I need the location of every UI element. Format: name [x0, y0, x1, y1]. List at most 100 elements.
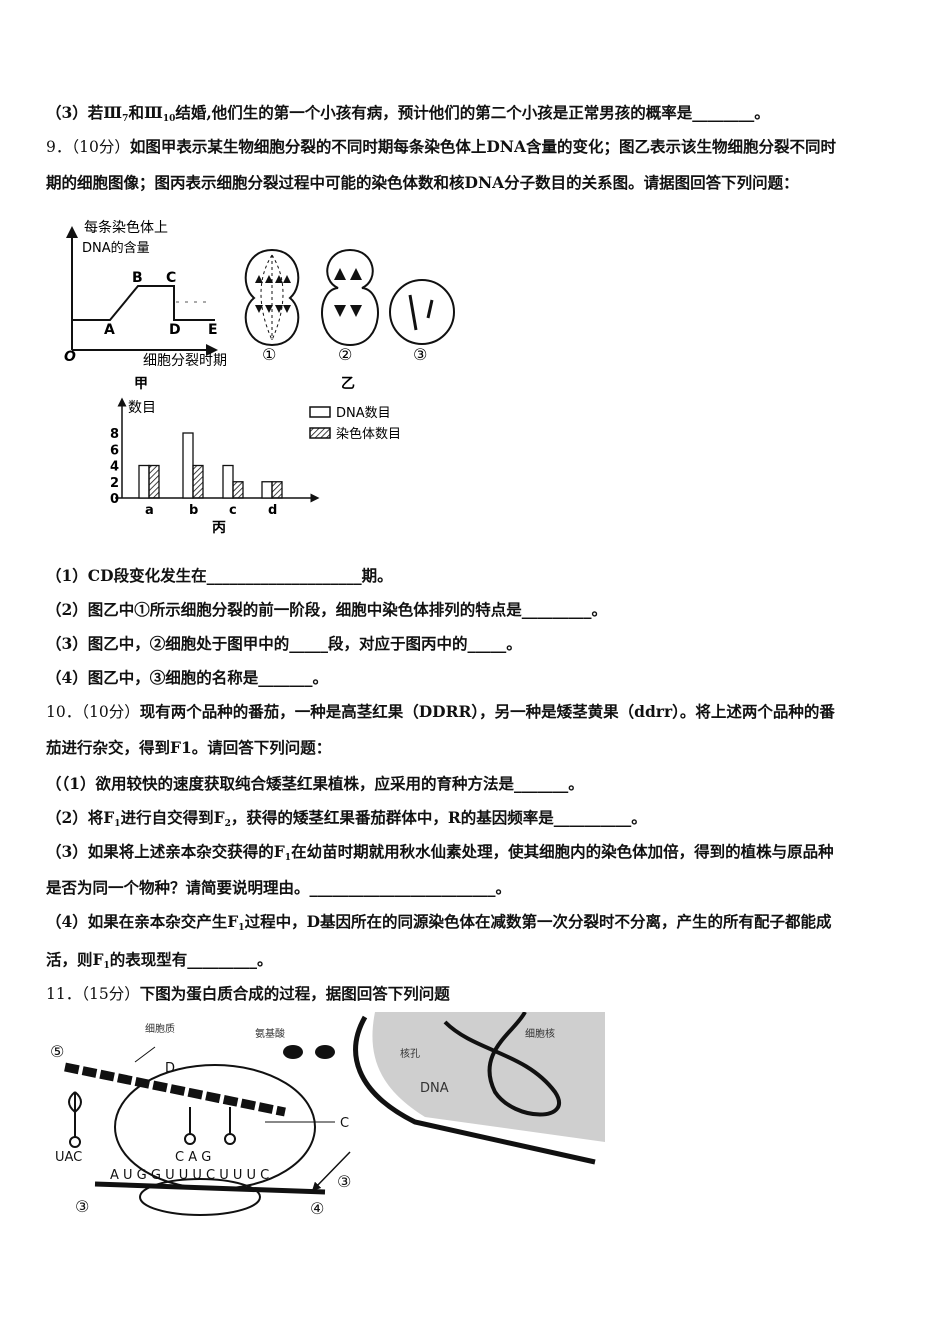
subscript: 1 [114, 819, 121, 829]
text-line-q10-a: 10．（10分）现有两个品种的番茄，一种是高茎红果（DDRR），另一种是矮茎黄果… [46, 702, 835, 722]
peptide-chain [64, 1062, 286, 1117]
label-dna: DNA [420, 1081, 449, 1096]
text-segment: （4）图乙中，③细胞的名称是_______。 [46, 668, 329, 687]
text-line-q9-1: （1）CD段变化发生在____________________期。 [46, 566, 393, 586]
text-line-q10-4a: （4）如果在亲本杂交产生F1过程中，D基因所在的同源染色体在减数第一次分裂时不分… [46, 912, 832, 938]
ylabel-1: 每条染色体上 [84, 219, 168, 236]
text-segment: （3）若Ⅲ [46, 103, 123, 122]
text-segment: （2）将F [46, 808, 115, 827]
text-segment: 现有两个品种的番茄，一种是高茎红果（DDRR），另一种是矮茎黄果（ddrr）。将… [139, 702, 835, 721]
text-line-q9-a: 9．（10分）如图甲表示某生物细胞分裂的不同时期每条染色体上DNA含量的变化；图… [46, 137, 836, 157]
text-line-q9-3: （3）图乙中，②细胞处于图甲中的_____段，对应于图丙中的_____。 [46, 634, 522, 654]
text-segment: （2）图乙中①所示细胞分裂的前一阶段，细胞中染色体排列的特点是_________… [46, 600, 608, 619]
dna-content-line [72, 285, 215, 321]
label-c: C [340, 1116, 349, 1131]
graph-jia: 每条染色体上 DNA的含量 O 细胞分裂时期 A B C D E 甲 [64, 219, 227, 392]
text-segment: 如图甲表示某生物细胞分裂的不同时期每条染色体上DNA含量的变化；图乙表示该生物细… [129, 137, 836, 156]
label-anticodon-2: C A G [175, 1150, 211, 1165]
label-3-right: ③ [337, 1172, 351, 1191]
caption-jia: 甲 [134, 376, 148, 392]
text-line-q10-3b: 是否为同一个物种？请简要说明理由。_______________________… [46, 878, 511, 898]
cell-1 [244, 248, 300, 347]
origin-label: O [64, 349, 76, 365]
subscript: 2 [224, 819, 231, 829]
legend-dna: DNA数目 [336, 406, 391, 421]
label-amino-acid: 氨基酸 [255, 1027, 285, 1040]
caption-bing: 丙 [212, 520, 226, 536]
label-4: ④ [310, 1199, 324, 1217]
text-line-q8-3: （3）若Ⅲ7和Ⅲ10结婚,他们生的第一个小孩有病，预计他们的第二个小孩是正常男孩… [46, 103, 770, 129]
text-line-q10-2: （2）将F1进行自交得到F2，获得的矮茎红果番茄群体中，R的基因频率是_____… [46, 808, 647, 834]
text-segment: 结婚,他们生的第一个小孩有病，预计他们的第二个小孩是正常男孩的概率是______… [175, 103, 770, 122]
label-cytoplasm: 细胞质 [145, 1022, 175, 1035]
cell-3 [389, 279, 455, 345]
point-b: B [132, 270, 143, 286]
text-segment: 9．（10分） [46, 138, 130, 156]
text-segment: 10．（10分） [46, 703, 140, 721]
bar-b-dna [182, 432, 194, 499]
text-segment: 在幼苗时期就用秋水仙素处理，使其细胞内的染色体加倍，得到的植株与原品种 [291, 842, 834, 861]
text-segment: （4）如果在亲本杂交产生F [46, 912, 239, 931]
cell-2 [321, 248, 379, 347]
cell-label-2: ② [338, 345, 352, 364]
x-tick-label: c [229, 503, 237, 518]
mrna-strand [94, 1181, 326, 1195]
cell-label-1: ① [262, 345, 276, 364]
bar-c-dna [222, 464, 234, 499]
text-segment: 进行自交得到F [120, 808, 225, 827]
legend-chromosome: 染色体数目 [336, 426, 401, 442]
x-tick-label: b [189, 503, 198, 518]
point-d: D [169, 322, 181, 338]
text-segment: 活，则F [46, 950, 104, 969]
text-segment: （3）图乙中，②细胞处于图甲中的_____段，对应于图丙中的_____。 [46, 634, 522, 653]
xlabel: 细胞分裂时期 [143, 353, 227, 369]
label-5: ⑤ [50, 1042, 64, 1061]
bar-d-dna [261, 481, 273, 499]
y-tick-label: 4 [110, 460, 119, 475]
text-segment: 是否为同一个物种？请简要说明理由。_______________________… [46, 878, 512, 897]
text-line-q10-b: 茄进行杂交，得到F1。请回答下列问题： [46, 738, 331, 758]
text-segment: 茄进行杂交，得到F1。请回答下列问题： [46, 738, 332, 757]
text-segment: 下图为蛋白质合成的过程，据图回答下列问题 [139, 984, 450, 1003]
label-3-left: ③ [75, 1197, 89, 1216]
cells-yi [244, 248, 455, 347]
y-tick-label: 6 [110, 443, 119, 458]
y-tick-label: 0 [110, 492, 119, 507]
label-d: D [165, 1061, 175, 1076]
y-axis-label: 数目 [128, 400, 156, 416]
point-c: C [166, 270, 176, 286]
legend-swatch-dna [309, 406, 331, 418]
text-line-q9-2: （2）图乙中①所示细胞分裂的前一阶段，细胞中染色体排列的特点是_________… [46, 600, 607, 620]
ylabel-2: DNA的含量 [82, 240, 150, 256]
bar-d-chromosome [271, 481, 283, 499]
bar-c-chromosome [232, 481, 244, 499]
text-segment: 的表现型有_________。 [109, 950, 273, 969]
bar-a-chromosome [148, 464, 160, 499]
x-tick-label: a [145, 503, 154, 518]
text-line-q10-3a: （3）如果将上述亲本杂交获得的F1在幼苗时期就用秋水仙素处理，使其细胞内的染色体… [46, 842, 834, 868]
figure-protein-synthesis: 细胞质 氨基酸 细胞核 核孔 DNA D C ⑤ ③ ③ ④ UAC C A G… [50, 1012, 605, 1217]
bar-a-dna [138, 464, 150, 499]
point-e: E [208, 322, 218, 338]
cell-label-3: ③ [413, 345, 427, 364]
text-line-q10-1: （（1）欲用较快的速度获取纯合矮茎红果植株，应采用的育种方法是_______。 [46, 774, 584, 794]
x-tick-label: d [268, 503, 277, 518]
point-a: A [104, 322, 115, 338]
text-line-q10-4b: 活，则F1的表现型有_________。 [46, 950, 273, 976]
subscript: 1 [238, 923, 245, 933]
text-segment: 期的细胞图像；图丙表示细胞分裂过程中可能的染色体数和核DNA分子数目的关系图。请… [46, 173, 799, 192]
text-segment: （1）CD段变化发生在____________________期。 [46, 566, 393, 585]
text-segment: 和Ⅲ [128, 103, 163, 122]
text-line-q11: 11．（15分）下图为蛋白质合成的过程，据图回答下列问题 [46, 984, 450, 1004]
text-segment: ，获得的矮茎红果番茄群体中，R的基因频率是__________。 [230, 808, 647, 827]
figure-jia-yi-bing: 每条染色体上 DNA的含量 O 细胞分裂时期 A B C D E 甲 ① ② ③… [64, 219, 455, 536]
subscript: 7 [122, 114, 129, 124]
subscript: 1 [284, 853, 292, 863]
text-line-q9-b: 期的细胞图像；图丙表示细胞分裂过程中可能的染色体数和核DNA分子数目的关系图。请… [46, 173, 799, 193]
ribosome-small [139, 1178, 261, 1216]
caption-yi: 乙 [341, 376, 355, 392]
label-pore: 核孔 [400, 1047, 420, 1060]
subscript: 1 [103, 961, 110, 971]
text-segment: （3）如果将上述亲本杂交获得的F [46, 842, 285, 861]
